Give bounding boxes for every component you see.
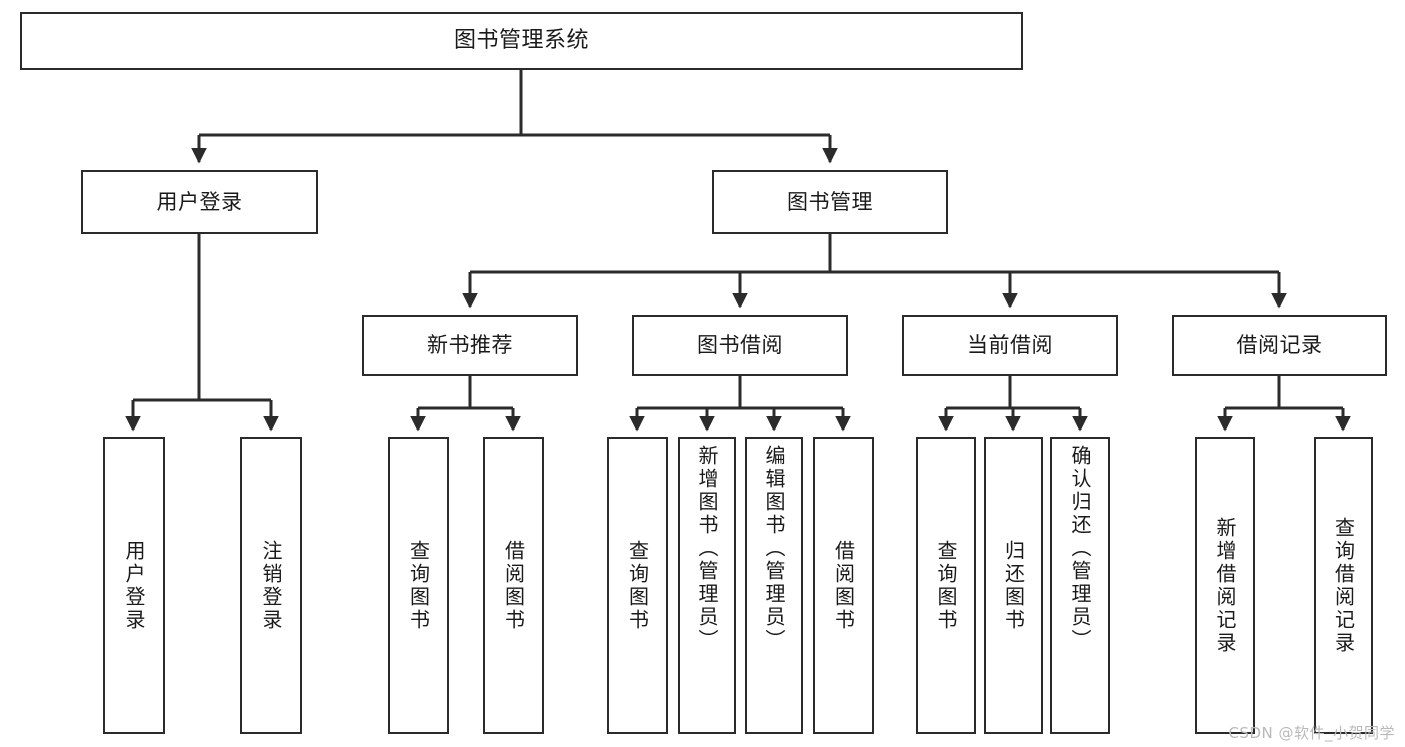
node-book-manage-label: 图书管理: [787, 189, 873, 214]
node-leaf-confirm-return-label: 确认归还（管理员）: [1068, 445, 1092, 652]
node-leaf-edit-book[interactable]: 编辑图书（管理员）: [745, 437, 803, 734]
node-leaf-add-book[interactable]: 新增图书（管理员）: [678, 437, 736, 734]
node-current-borrow[interactable]: 当前借阅: [902, 315, 1118, 376]
node-borrow-record-label: 借阅记录: [1236, 333, 1323, 358]
node-leaf-user-login[interactable]: 用户登录: [103, 437, 165, 734]
node-leaf-add-book-label: 新增图书（管理员）: [695, 445, 719, 652]
node-leaf-add-record[interactable]: 新增借阅记录: [1195, 437, 1255, 734]
node-leaf-return-book[interactable]: 归还图书: [984, 437, 1043, 734]
node-leaf-user-logout-label: 注销登录: [259, 539, 283, 632]
node-leaf-user-login-label: 用户登录: [122, 539, 146, 632]
node-leaf-query-book-1[interactable]: 查询图书: [388, 437, 449, 734]
node-leaf-confirm-return[interactable]: 确认归还（管理员）: [1050, 437, 1110, 734]
node-leaf-borrow-book-2[interactable]: 借阅图书: [813, 437, 874, 734]
node-user-login-label: 用户登录: [156, 189, 243, 214]
node-book-manage[interactable]: 图书管理: [712, 170, 948, 234]
node-leaf-query-book-2-label: 查询图书: [625, 539, 650, 632]
node-leaf-borrow-book-1[interactable]: 借阅图书: [483, 437, 544, 734]
node-leaf-query-book-3-label: 查询图书: [934, 539, 958, 632]
node-leaf-query-book-1-label: 查询图书: [406, 539, 431, 632]
node-root[interactable]: 图书管理系统: [20, 12, 1023, 70]
node-leaf-add-record-label: 新增借阅记录: [1213, 516, 1237, 655]
node-leaf-query-book-3[interactable]: 查询图书: [916, 437, 976, 734]
node-book-borrow-label: 图书借阅: [697, 333, 783, 358]
node-leaf-edit-book-label: 编辑图书（管理员）: [762, 445, 786, 652]
node-new-book-rec-label: 新书推荐: [427, 333, 513, 358]
node-leaf-user-logout[interactable]: 注销登录: [240, 437, 302, 734]
node-book-borrow[interactable]: 图书借阅: [632, 315, 848, 376]
node-root-label: 图书管理系统: [453, 28, 589, 54]
node-leaf-borrow-book-1-label: 借阅图书: [501, 539, 526, 632]
node-leaf-return-book-label: 归还图书: [1001, 539, 1026, 632]
node-leaf-query-record[interactable]: 查询借阅记录: [1314, 437, 1373, 734]
node-leaf-query-record-label: 查询借阅记录: [1331, 516, 1356, 655]
csdn-watermark: CSDN @软件_小贺同学: [1228, 724, 1395, 742]
node-leaf-query-book-2[interactable]: 查询图书: [607, 437, 668, 734]
node-leaf-borrow-book-2-label: 借阅图书: [831, 539, 856, 632]
node-borrow-record[interactable]: 借阅记录: [1172, 315, 1387, 376]
node-user-login[interactable]: 用户登录: [81, 170, 318, 234]
node-current-borrow-label: 当前借阅: [967, 333, 1053, 358]
node-new-book-rec[interactable]: 新书推荐: [362, 315, 578, 376]
